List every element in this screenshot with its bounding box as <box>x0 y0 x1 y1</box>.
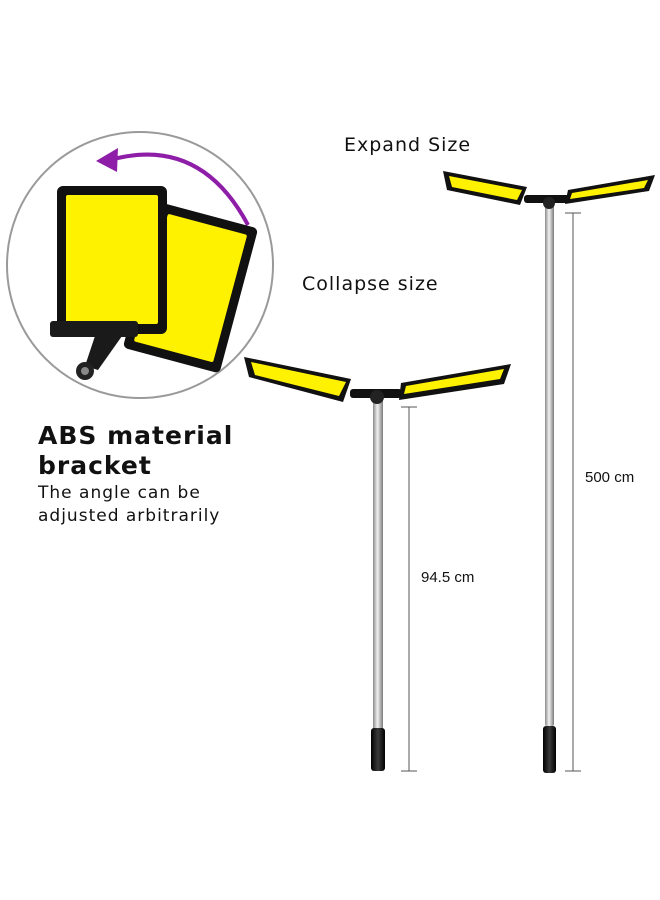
rotation-arrow-icon <box>96 148 250 226</box>
collapse-size-label: Collapse size <box>302 273 439 295</box>
bracket-panels-icon <box>50 186 258 380</box>
bracket-description: The angle can be adjusted arbitrarily <box>38 483 221 526</box>
bracket-title: ABS material bracket <box>38 421 234 480</box>
collapsed-light <box>244 357 511 771</box>
expand-size-label: Expand Size <box>344 134 472 156</box>
bracket-detail-circle <box>6 131 274 399</box>
expanded-length-label: 500 cm <box>585 469 635 486</box>
collapsed-length-label: 94.5 cm <box>421 569 475 586</box>
expanded-dimension-line <box>565 212 581 772</box>
collapsed-dimension-line <box>401 406 417 772</box>
expanded-light <box>443 171 655 773</box>
